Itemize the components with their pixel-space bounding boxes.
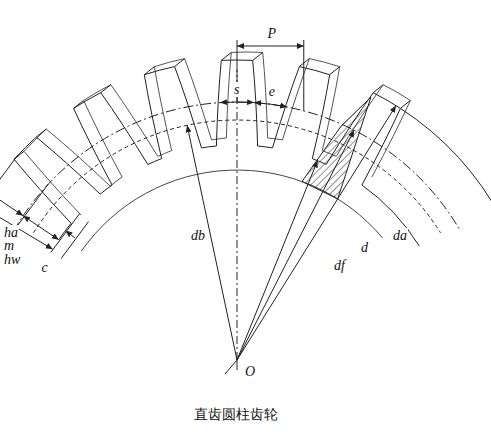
dimension-label: hw <box>3 252 21 267</box>
extension-line <box>61 222 88 259</box>
center-line <box>237 70 238 360</box>
root-circle <box>59 223 71 240</box>
tooth-edge <box>330 67 340 75</box>
dimension-line <box>65 231 75 238</box>
dimension-label: d <box>360 240 369 255</box>
tooth-edge <box>253 52 263 60</box>
tooth-edge <box>36 129 46 137</box>
tooth-edge <box>221 52 231 60</box>
radius-line <box>187 125 237 360</box>
radius-line <box>237 130 354 360</box>
space-width <box>254 103 287 107</box>
dimension-label: db <box>190 228 206 243</box>
tooth-edge <box>175 59 185 67</box>
extension-line <box>51 213 80 252</box>
radius-line <box>237 161 318 360</box>
tooth-edge <box>299 59 309 67</box>
center-line <box>225 360 237 374</box>
extension-line <box>303 40 304 111</box>
dimension-label: da <box>392 228 408 243</box>
dimension-label: c <box>41 260 49 275</box>
dimension-label: P <box>266 26 277 41</box>
tip-circle <box>400 108 491 219</box>
tooth-edge <box>144 67 154 75</box>
tooth-thickness <box>220 102 254 104</box>
dimension-line <box>23 216 59 240</box>
dimension-label: O <box>244 364 256 379</box>
center-line <box>237 360 238 370</box>
tooth-edge <box>101 85 111 93</box>
dimension-line <box>237 46 304 47</box>
caption: 直齿圆柱齿轮 <box>194 406 278 424</box>
radius-line <box>237 106 396 360</box>
dimension-label: s <box>233 82 240 97</box>
tooth-edge <box>74 100 84 108</box>
tooth-edge <box>373 85 383 93</box>
hatched-section <box>302 97 371 199</box>
dimension-line <box>0 192 23 215</box>
dimension-label: e <box>268 84 276 99</box>
tooth-edge <box>400 100 410 108</box>
tooth-outline <box>14 60 400 223</box>
dimension-label: df <box>333 258 346 273</box>
